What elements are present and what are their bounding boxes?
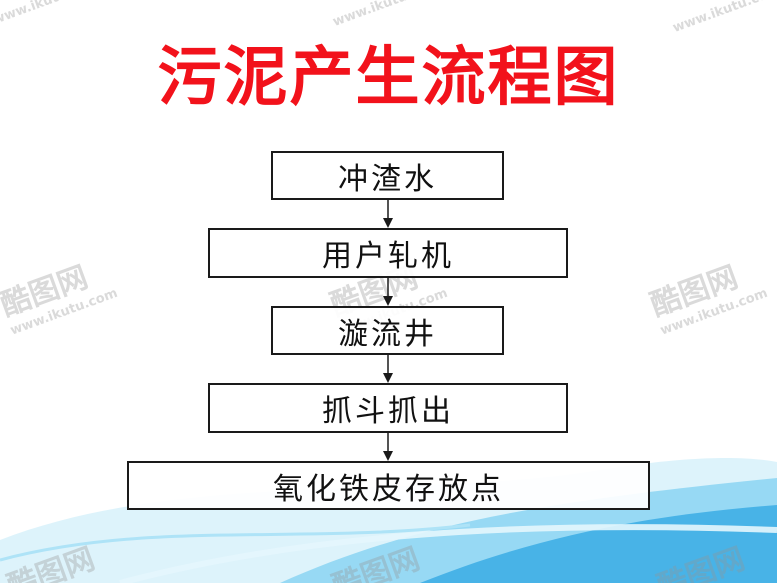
arrow-head — [383, 296, 393, 306]
wave-4 — [0, 523, 471, 562]
arrow-head — [383, 373, 393, 383]
flow-step-2: 用户轧机 — [208, 228, 568, 278]
wave-5 — [119, 524, 777, 583]
diagram-title: 污泥产生流程图 — [157, 41, 620, 115]
flow-step-5: 氧化铁皮存放点 — [127, 461, 650, 510]
wave-3 — [420, 505, 777, 583]
arrow-head — [383, 451, 393, 461]
flow-step-3: 漩流井 — [271, 306, 504, 355]
flow-step-4: 抓斗抓出 — [208, 383, 568, 433]
flow-step-1: 冲渣水 — [271, 151, 504, 200]
arrow-head — [383, 218, 393, 228]
